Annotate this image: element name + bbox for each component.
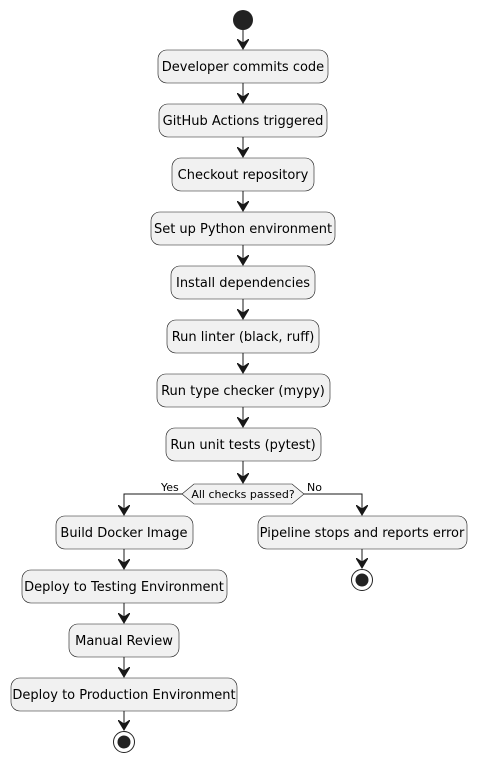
svg-text:Set up Python environment: Set up Python environment — [154, 222, 332, 237]
step-github-actions: GitHub Actions triggered — [158, 103, 328, 138]
svg-text:Run unit tests (pytest): Run unit tests (pytest) — [170, 438, 315, 453]
step-deploy-production: Deploy to Production Environment — [10, 677, 238, 712]
svg-text:GitHub Actions triggered: GitHub Actions triggered — [163, 114, 324, 129]
decision-no-label: No — [307, 481, 322, 494]
end-node-failure — [351, 569, 373, 591]
svg-text:Run type checker (mypy): Run type checker (mypy) — [161, 384, 325, 399]
svg-text:Pipeline stops and reports err: Pipeline stops and reports error — [260, 526, 465, 541]
svg-text:All checks passed?: All checks passed? — [191, 488, 295, 501]
svg-text:Developer commits code: Developer commits code — [162, 60, 324, 75]
step-type-checker: Run type checker (mypy) — [156, 373, 331, 408]
svg-text:Build Docker Image: Build Docker Image — [60, 526, 187, 541]
decision-all-checks: All checks passed? — [181, 483, 305, 505]
step-checkout: Checkout repository — [171, 157, 315, 192]
edge-decision-yes — [124, 493, 182, 515]
svg-text:Run linter (black, ruff): Run linter (black, ruff) — [172, 330, 315, 345]
svg-text:Deploy to Testing Environment: Deploy to Testing Environment — [24, 580, 224, 595]
step-pipeline-stops: Pipeline stops and reports error — [257, 515, 468, 550]
step-linter: Run linter (black, ruff) — [166, 319, 320, 354]
svg-text:Checkout repository: Checkout repository — [178, 168, 309, 183]
decision-yes-label: Yes — [160, 481, 179, 494]
svg-text:Deploy to Production Environme: Deploy to Production Environment — [12, 688, 235, 703]
svg-text:Manual Review: Manual Review — [75, 634, 173, 649]
step-developer-commits: Developer commits code — [157, 49, 329, 84]
step-manual-review: Manual Review — [68, 623, 180, 658]
end-node-success — [113, 731, 135, 753]
step-deploy-testing: Deploy to Testing Environment — [21, 569, 228, 604]
svg-text:Install dependencies: Install dependencies — [176, 276, 310, 291]
start-node — [233, 10, 253, 30]
edge-decision-no — [304, 493, 362, 515]
step-python-env: Set up Python environment — [150, 211, 336, 246]
step-unit-tests: Run unit tests (pytest) — [165, 427, 322, 462]
step-build-docker: Build Docker Image — [55, 515, 194, 550]
step-install-deps: Install dependencies — [170, 265, 316, 300]
